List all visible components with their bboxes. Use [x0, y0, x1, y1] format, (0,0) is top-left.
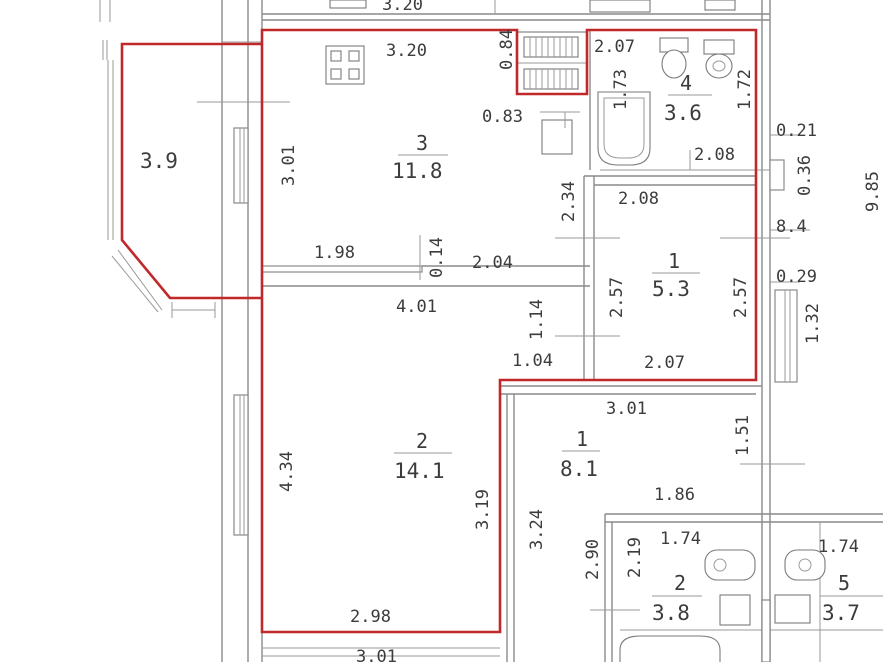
apartment-outline [260, 28, 758, 634]
neighbor-fixtures [619, 549, 826, 662]
dim-kitchen-step: 2.34 [559, 181, 579, 222]
dim-hall-left: 2.57 [607, 277, 627, 318]
neighbor-bath-area: 3.8 [652, 601, 690, 625]
neighbor-bath-number: 2 [674, 571, 686, 595]
dim-wall-014: 0.14 [427, 237, 447, 278]
dim-hall-bottom: 2.07 [644, 353, 685, 373]
stove-icon [325, 45, 365, 85]
dim-kitchen-height: 3.01 [279, 145, 299, 186]
dim-neighbor-174: 1.74 [660, 529, 701, 549]
dim-neighbor-174b: 1.74 [818, 537, 859, 557]
dim-wall-021: 0.21 [776, 121, 817, 141]
left-window-marks [99, 0, 290, 318]
dim-bath-width: 2.07 [594, 37, 635, 57]
dim-right-total: 9.85 [863, 171, 883, 212]
dim-vent-width: 0.83 [482, 107, 523, 127]
dim-living-top: 4.01 [396, 297, 437, 317]
dim-right-029: 0.29 [776, 267, 817, 287]
balcony-outline [120, 42, 262, 300]
dim-wall-036: 0.36 [795, 155, 815, 196]
neighbor-room5-area: 3.7 [822, 601, 860, 625]
dim-neighbor-290: 2.90 [583, 539, 603, 580]
dimension-labels: 3.20 3.20 3.01 0.84 0.83 2.07 1.73 1.72 … [277, 0, 883, 662]
neighbor-hall-area: 8.1 [560, 457, 598, 481]
dim-neighbor-186: 1.86 [654, 485, 695, 505]
dim-bath-height-left: 1.73 [611, 69, 631, 110]
neighbor-room5-number: 5 [838, 571, 850, 595]
dim-living-left: 4.34 [277, 451, 297, 492]
dim-hall-right: 2.57 [731, 277, 751, 318]
dim-neighbor-top: 3.01 [606, 399, 647, 419]
dim-hall-top: 2.08 [618, 189, 659, 209]
dim-closet-height: 1.32 [803, 303, 823, 344]
room-hall-area: 5.3 [652, 277, 690, 301]
room-living-area: 14.1 [394, 459, 445, 483]
right-walls [761, 0, 810, 662]
dim-vent-height: 0.84 [497, 29, 517, 70]
room-kitchen-number: 3 [416, 131, 428, 155]
dim-neighbor-324: 3.24 [527, 509, 547, 550]
room-bathroom-area: 3.6 [664, 101, 702, 125]
dim-corridor-width: 1.04 [512, 351, 553, 371]
dim-kitchen-bottom-right: 2.04 [472, 253, 513, 273]
dim-neighbor-219: 2.19 [625, 537, 645, 578]
vent-grille [523, 36, 579, 90]
neighbor-walls [262, 385, 883, 662]
left-walls [221, 0, 263, 662]
neighbor-hall-number: 1 [576, 427, 588, 451]
dim-neighbor-151: 1.51 [733, 415, 753, 456]
dim-corridor-step: 1.14 [527, 299, 547, 340]
dim-bath-bottom: 2.08 [694, 145, 735, 165]
dim-bath-height-right: 1.72 [735, 69, 755, 110]
washbasin-icon [703, 39, 735, 79]
room-hall-number: 1 [668, 249, 680, 273]
sink-icon [540, 111, 580, 155]
room-labels: 3.9 3 11.8 4 3.6 1 5.3 2 14.1 1 8.1 2 3.… [140, 71, 883, 625]
dim-top-partial: 3.20 [382, 0, 423, 15]
toilet-icon [659, 37, 689, 79]
room-bathroom-number: 4 [680, 71, 692, 95]
bathtub-icon [597, 91, 651, 166]
dim-living-bottom: 2.98 [350, 607, 391, 627]
room-living-number: 2 [416, 429, 428, 453]
room-kitchen-area: 11.8 [392, 159, 443, 183]
dim-bottom-partial: 3.01 [356, 647, 397, 662]
dim-kitchen-bottom-left: 1.98 [314, 243, 355, 263]
dim-kitchen-top: 3.20 [386, 41, 427, 61]
room-balcony-area: 3.9 [140, 149, 178, 173]
dim-living-right: 3.19 [473, 489, 493, 530]
dim-right-84: 8.4 [776, 217, 807, 237]
top-neighbor-strip [262, 0, 770, 21]
